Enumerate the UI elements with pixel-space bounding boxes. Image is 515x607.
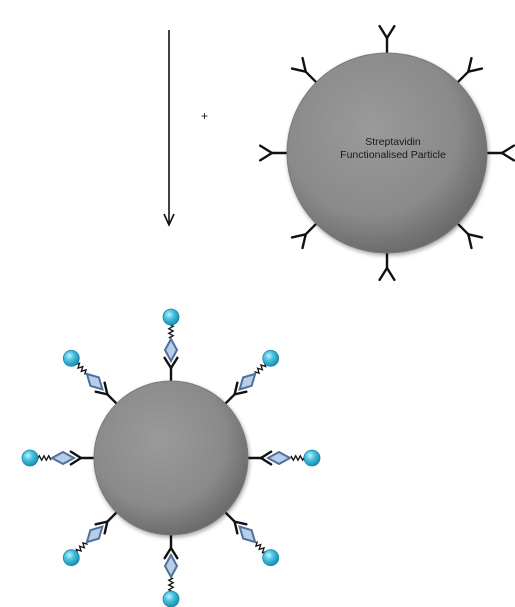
antibody-icon [378,24,396,55]
antibody-icon [290,222,318,250]
plus-sign: + [201,109,209,123]
diamond-antigen-icon [85,525,104,544]
particle-label: Streptavidin Functionalised Particle [322,136,464,162]
antibody-icon [485,144,515,162]
wavy-linker-icon [254,541,268,554]
antibody-icon [224,381,248,405]
wavy-linker-icon [254,361,267,375]
antibody-icon [94,381,118,405]
diamond-antigen-icon [85,372,104,391]
antibody-icon [69,450,96,466]
wavy-linker-icon [167,577,175,593]
antibody-icon [224,511,248,535]
antibody-icon [94,511,118,535]
wavy-linker-icon [36,454,52,462]
sphere-bead-icon [62,349,80,367]
sphere-bead-icon [162,308,180,326]
diamond-antigen-icon [163,552,179,580]
antibody-icon [290,56,318,84]
diamond-antigen-icon [49,450,77,466]
antibody-icon [163,533,179,560]
antibody-icon [246,450,273,466]
particle-label-line2: Functionalised Particle [340,149,446,161]
diamond-antigen-icon [163,336,179,364]
particle-body [286,52,488,254]
complex-particle [21,308,321,607]
sphere-bead-icon [62,549,80,567]
down-arrow-icon [163,30,175,227]
particle-label-line1: Streptavidin [365,136,421,148]
antibody-icon [456,56,484,84]
sphere-bead-icon [21,449,39,467]
particle-body [93,380,249,536]
antibody-icon [163,356,179,383]
sphere-bead-icon [303,449,321,467]
sphere-bead-icon [162,590,180,607]
wavy-linker-icon [75,541,88,555]
wavy-linker-icon [167,323,175,339]
sphere-bead-icon [262,349,280,367]
wavy-linker-icon [290,454,306,462]
sphere-bead-icon [262,549,280,567]
diamond-antigen-icon [238,525,257,544]
diamond-antigen-icon [238,372,257,391]
antibody-icon [378,251,396,282]
streptavidin-particle [258,24,515,282]
antibody-icon [258,144,289,162]
wavy-linker-icon [74,362,88,375]
antibody-icon [456,222,484,250]
diamond-antigen-icon [265,450,293,466]
